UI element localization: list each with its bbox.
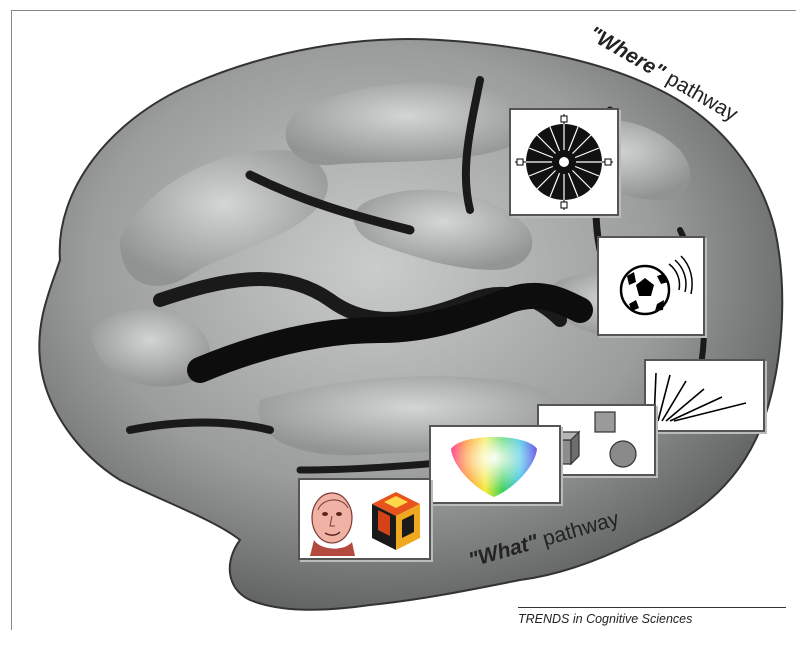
objects-faces-panel (298, 478, 431, 560)
face-and-cube-icon (310, 492, 420, 556)
color-panel (429, 425, 561, 504)
sulcus (126, 418, 274, 434)
sulcus (461, 76, 484, 214)
sulcus (245, 170, 415, 235)
polar-grid-icon (515, 114, 613, 210)
face-image (310, 492, 355, 556)
gyrus (90, 309, 211, 387)
soccer-ball-motion-icon (619, 255, 693, 316)
color-wheel-icon (451, 437, 537, 497)
textured-cube (372, 492, 420, 550)
source-credit: TRENDS in Cognitive Sciences (518, 612, 693, 626)
motion-panel (597, 236, 705, 336)
figure-left-border (11, 10, 12, 630)
gyrus (353, 189, 533, 270)
spatial-polar-panel (509, 108, 619, 216)
credit-divider (518, 607, 786, 608)
oriented-lines-icon (653, 372, 747, 422)
sylvian-fissure (187, 282, 593, 383)
geometric-shapes-icon (547, 411, 637, 468)
figure-top-border (11, 10, 796, 11)
orientation-panel (644, 359, 765, 432)
